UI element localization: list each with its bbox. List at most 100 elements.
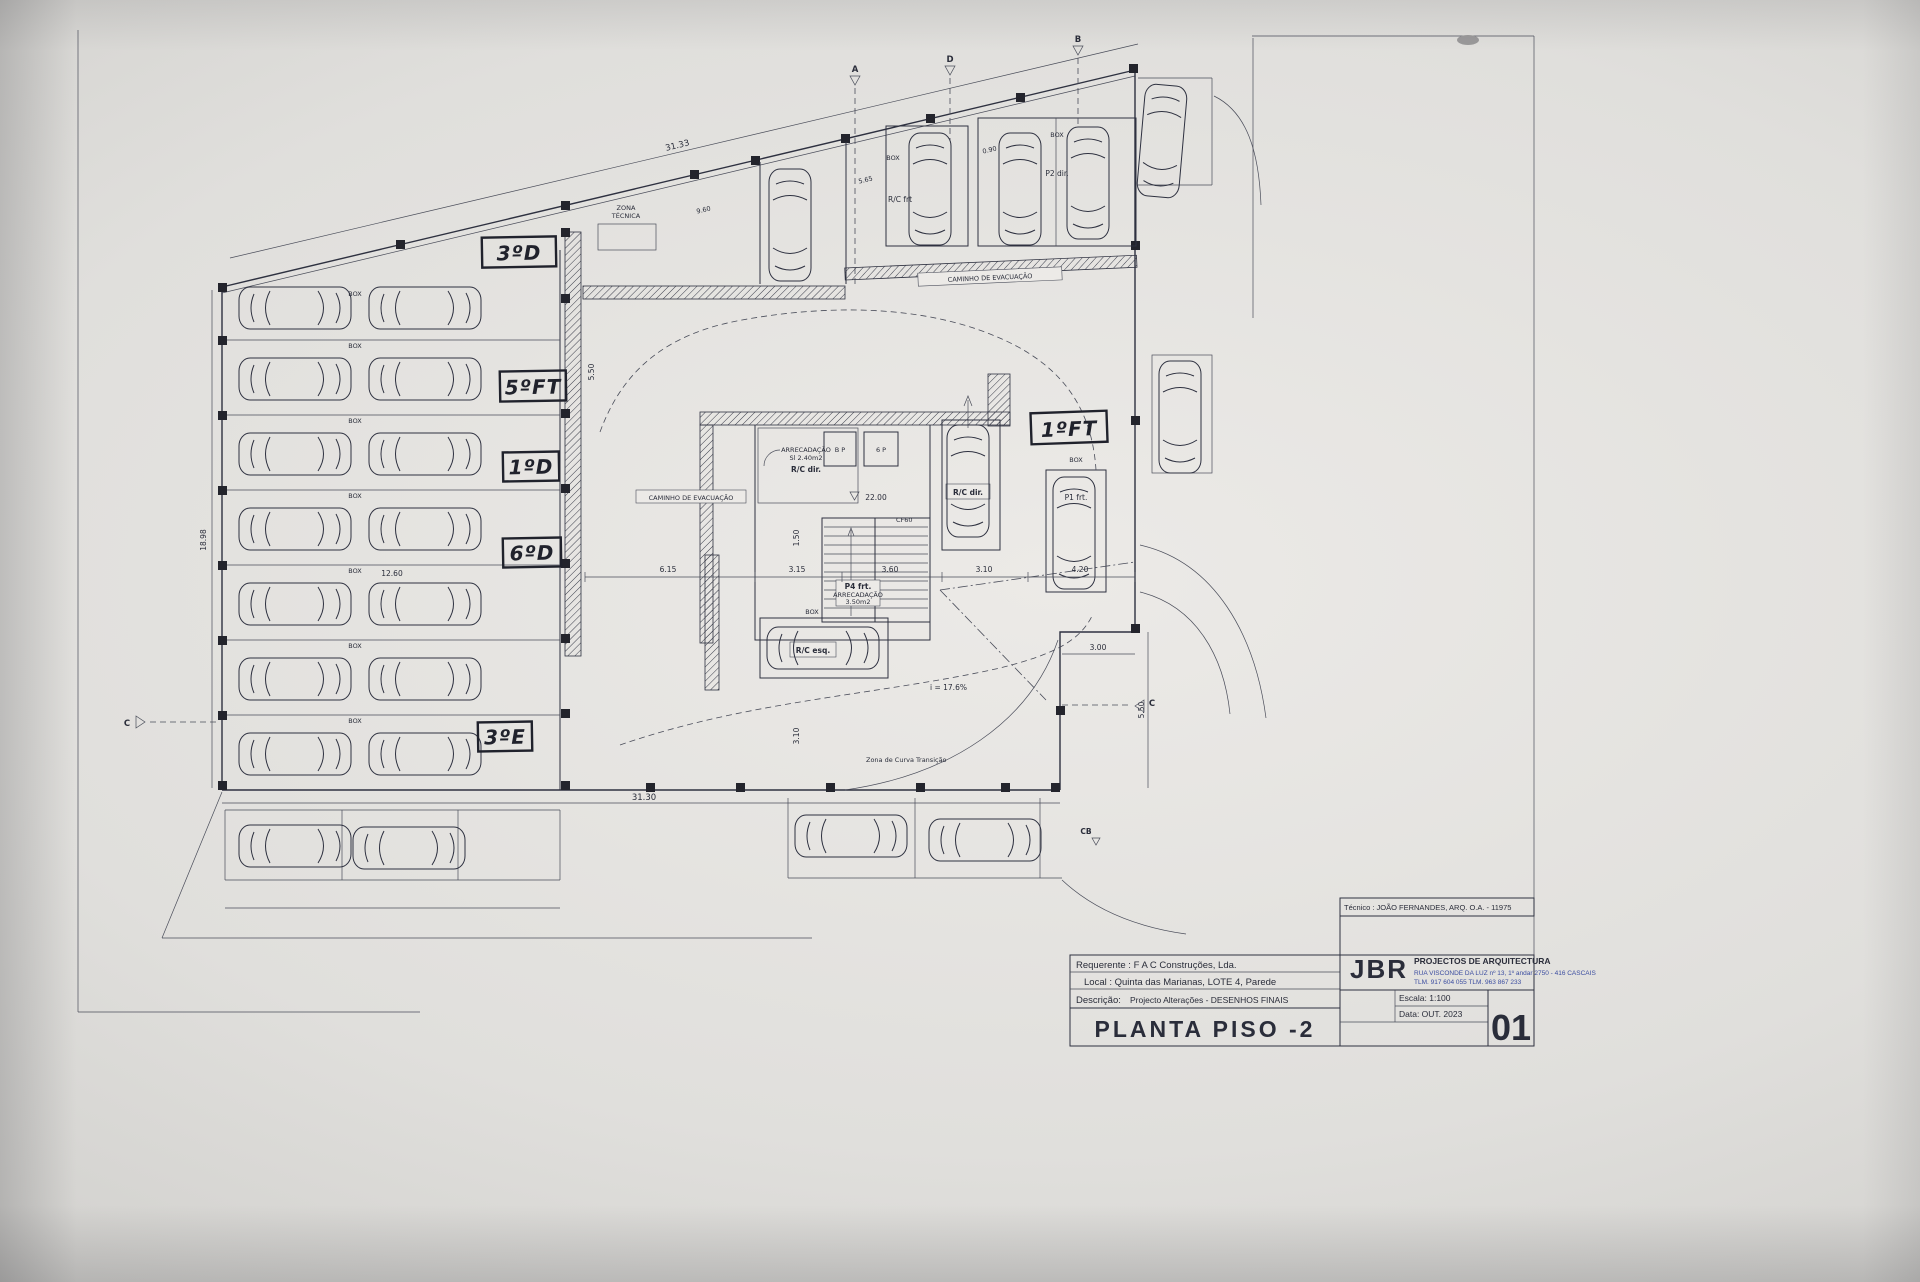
car [1066,126,1110,240]
right-parking: R/C dir. BOX P1 frt. [941,354,1213,593]
dim-top: 31.33 [665,138,691,153]
car [368,507,482,551]
arrecadacao-label: ARRECADAÇÃO [833,590,883,599]
car [908,132,952,246]
punch-hole [1457,35,1479,45]
annotation-6d: 6ºD [509,541,554,566]
box-label: BOX [348,567,362,575]
dim: 1.50 [792,529,801,546]
rc-dir-label: R/C dir. [953,488,983,497]
car [238,357,352,401]
firm-phones: TLM. 917 604 055 TLM. 963 867 233 [1414,979,1522,986]
door-swing [763,449,781,467]
stall-p1-frt [1045,469,1107,593]
ramp-hatching [564,231,1138,691]
zona-tecnica: ZONA TÉCNICA [597,204,657,251]
dim: 3.60 [882,565,899,574]
annotation-box [476,720,534,753]
box-label: BOX [1069,456,1083,464]
rc-frt-label: R/C frt [888,195,912,204]
box-label: BOX [348,342,362,350]
car [238,657,352,701]
car [238,582,352,626]
dim: 12.60 [381,569,403,578]
storage-room [757,427,859,504]
annotation-1d: 1ºD [508,455,553,480]
elevator-2-label: 6 P [876,446,886,454]
arrecadacao-area: 3.50m2 [846,598,871,606]
core: B P 6 P ARRECADAÇÃO Sl 2.40m2 R/C dir. P… [754,395,973,641]
slope-label: i = 17.6% [930,683,967,692]
dim: 0.90 [982,144,998,155]
outside-stall-top-right [1138,77,1213,186]
level-value: 22.00 [865,493,887,502]
road-arc-outer [1139,544,1267,719]
tecnico-line: Técnico : JOÃO FERNANDES, ARQ. O.A. - 11… [1344,903,1511,912]
p2-dir-label: P2 dir. [1045,169,1068,178]
sheet-frame [77,30,1535,1046]
marker-cb: CB [1080,827,1092,836]
dim: 4.20 [1072,565,1089,574]
caminho-evacuacao-label: CAMINHO DE EVACUAÇÃO [649,493,734,502]
firm-address: RUA VISCONDE DA LUZ nº 13, 1º andar 2750… [1414,970,1596,977]
marker-b: B [1075,35,1081,45]
requerente-line: Requerente : F A C Construções, Lda. [1076,960,1237,971]
dim: 3.00 [1090,643,1107,652]
box-label: BOX [1050,131,1064,139]
sheet-number: 01 [1491,1007,1531,1048]
arrecadacao-label: ARRECADAÇÃO [781,445,831,454]
firm-subtitle: PROJECTOS DE ARQUITECTURA [1414,956,1551,966]
box-label: BOX [348,417,362,425]
elevator-1 [823,431,857,467]
rc-dir-small-label: R/C dir. [791,465,821,474]
boundary-top-slant-inner [221,75,1136,294]
descricao-label: Descrição: [1076,995,1121,1006]
boundary-top-slant [221,69,1136,288]
annotation-box [498,369,568,403]
car [368,582,482,626]
annotation-box [480,235,558,269]
dim: 5.50 [1137,701,1146,718]
ramp-strip-top [582,285,846,300]
cars [238,82,1202,870]
annotation-1ft: 1ºFT [1040,416,1098,442]
car [238,732,352,776]
car [352,826,466,870]
marker-d: D [946,55,953,65]
drive-path-upper [599,309,1097,471]
up-arrow [963,395,973,407]
p1-frt-label: P1 frt. [1065,493,1088,502]
car [768,168,812,282]
box-label: BOX [348,642,362,650]
stall-rc-frt [885,125,969,247]
annotation-5ft: 5ºFT [505,375,562,400]
car [368,732,482,776]
driveway-curves: i = 17.6% Zona de Curva Transição [599,309,1267,791]
zona-curva-label: Zona de Curva Transição [866,756,947,764]
car [998,132,1042,246]
bottom-right-curve [1061,879,1187,935]
car [368,286,482,330]
car [368,432,482,476]
box-label: BOX [348,492,362,500]
evacuation-labels: CAMINHO DE EVACUAÇÃO CAMINHO DE EVACUAÇÃ… [635,266,1063,504]
box-label: BOX [886,154,900,162]
annotation-3d: 3ºD [496,241,541,266]
top-parking: BOX R/C frt BOX P2 dir. [759,77,1262,284]
car [368,657,482,701]
stairs [821,517,931,623]
center-bottom-stall: BOX R/C esq. [759,608,889,679]
structural-columns [218,64,1140,792]
caminho-evacuacao-label: CAMINHO DE EVACUAÇÃO [948,271,1033,284]
annotation-box [501,450,561,483]
p4-frt-label: P4 frt. [845,582,872,591]
parking-left-block: BOX BOX BOX BOX BOX BOX BOX [222,250,561,790]
bottom-parking [161,791,1187,939]
stall-box-p2 [977,117,1137,247]
core-strip-top [699,411,1011,426]
car [238,507,352,551]
marker-c-left: C [124,719,130,729]
transition-curve [844,639,1059,791]
